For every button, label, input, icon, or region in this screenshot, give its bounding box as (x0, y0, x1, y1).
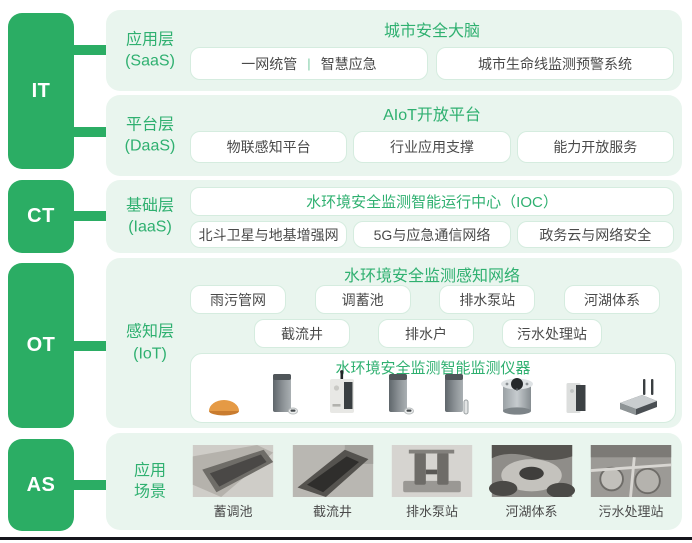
layer-label-scenes: 应用 场景 (112, 460, 188, 503)
layer-sub: (DaaS) (124, 137, 176, 155)
scene-caption: 蓄调池 (213, 504, 253, 519)
chip-5g-emergency-network: 5G与应急通信网络 (353, 221, 511, 248)
scene-caption: 污水处理站 (598, 504, 664, 519)
platform-title: AIoT开放平台 (383, 107, 481, 124)
devices-title: 水环境安全监测智能监测仪器 (335, 360, 531, 377)
connector-as-scenes (70, 480, 108, 490)
layer-label-base: 基础层 (IaaS) (112, 195, 188, 238)
layer-name-line2: 场景 (133, 483, 166, 501)
storage-pool-photo (192, 445, 274, 497)
sensing-network-title: 水环境安全监测感知网络 (343, 268, 520, 285)
chip-rain-sewage-pipes: 雨污管网 (190, 285, 286, 314)
bottom-border-line (0, 537, 692, 540)
layer-name: 平台层 (125, 115, 174, 133)
water-quality-sampler-icon (329, 370, 354, 413)
layer-panel-base: 基础层 (IaaS) 水环境安全监测智能运行中心（IOC） 北斗卫星与地基增强网… (106, 180, 682, 253)
layer-panel-application: 应用层 (SaaS) 城市安全大脑 一网统管 | 智慧应急 城市生命线监测预警系… (106, 10, 682, 91)
chip-drainage-pump-station: 排水泵站 (439, 285, 536, 314)
chip-capability-open-service: 能力开放服务 (516, 131, 674, 163)
pillar-as: AS (8, 439, 74, 531)
chip-gov-cloud-security: 政务云与网络安全 (516, 221, 674, 248)
layer-name: 感知层 (125, 323, 174, 341)
pump-station-photo (391, 445, 473, 497)
well-liquid-level-sensor-icon (501, 378, 534, 415)
telemetry-box-icon (566, 383, 586, 413)
scene-intercepting-well: 截流井 (290, 445, 376, 520)
scene-sewage-plant: 污水处理站 (588, 445, 674, 520)
layer-panel-scenes: 应用 场景 蓄调池 截流井 (106, 433, 682, 530)
sewage-plant-photo (590, 445, 672, 497)
chip-iot-sensing-platform: 物联感知平台 (190, 131, 348, 163)
layer-sub: (IaaS) (128, 218, 172, 236)
flow-meter-device-icon (445, 374, 469, 415)
layer-name: 基础层 (125, 196, 174, 214)
chip-drainage-household: 排水户 (378, 319, 474, 348)
chip-label-right: 智慧应急 (320, 55, 377, 72)
manhole-dome-sensor-icon (209, 400, 239, 416)
layer-label-sensing: 感知层 (IoT) (112, 321, 188, 364)
layer-label-application: 应用层 (SaaS) (112, 29, 188, 72)
pillar-ot: OT (8, 263, 74, 428)
application-title: 城市安全大脑 (383, 23, 480, 40)
scene-caption: 排水泵站 (405, 504, 458, 519)
connector-it-application (70, 45, 108, 55)
ioc-title-box: 水环境安全监测智能运行中心（IOC） (190, 187, 674, 216)
layer-sub: (SaaS) (125, 52, 175, 70)
layer-panel-sensing: 感知层 (IoT) 水环境安全监测感知网络 雨污管网 调蓄池 排水泵站 河湖体系… (106, 258, 682, 428)
layer-panel-platform: 平台层 (DaaS) AIoT开放平台 物联感知平台 行业应用支撑 能力开放服务 (106, 95, 682, 176)
scene-river-lake: 河湖体系 (488, 445, 575, 520)
level-gauge-device-icon (272, 374, 298, 415)
iot-gateway-router-icon (619, 379, 657, 415)
scene-figures-row: 蓄调池 截流井 (190, 445, 674, 520)
chip-one-network-management: 一网统管 | 智慧应急 (190, 47, 428, 80)
devices-box: 水环境安全监测智能监测仪器 (190, 353, 676, 423)
intercepting-well-photo (292, 445, 373, 497)
layer-label-platform: 平台层 (DaaS) (112, 114, 188, 157)
chip-city-lifeline-warning-system: 城市生命线监测预警系统 (436, 47, 674, 80)
scene-storage-pool: 蓄调池 (190, 445, 276, 520)
chip-river-lake-system: 河湖体系 (563, 285, 660, 314)
device-icons-row (207, 368, 659, 416)
pillar-ct: CT (8, 180, 74, 253)
chip-label-left: 一网统管 (241, 55, 298, 72)
river-lake-photo (488, 445, 575, 497)
layer-name-line1: 应用 (133, 461, 166, 479)
connector-ot-sensing (70, 341, 108, 351)
chip-storage-tank: 调蓄池 (314, 285, 411, 314)
pillar-it: IT (8, 13, 74, 169)
chip-intercepting-well: 截流井 (254, 319, 350, 348)
chip-industry-app-support: 行业应用支撑 (353, 131, 511, 163)
layer-name: 应用层 (125, 30, 174, 48)
scene-caption: 河湖体系 (505, 504, 558, 519)
chip-sewage-treatment-station: 污水处理站 (502, 319, 602, 348)
connector-ct-base (70, 211, 108, 221)
scene-caption: 截流井 (312, 504, 352, 519)
scene-pump-station: 排水泵站 (389, 445, 475, 520)
chip-beidou-augmentation-network: 北斗卫星与地基增强网 (190, 221, 348, 248)
layer-sub: (IoT) (133, 345, 167, 362)
chip-divider: | (307, 56, 311, 71)
connector-it-platform (70, 127, 108, 137)
level-gauge-device-icon (388, 374, 414, 415)
